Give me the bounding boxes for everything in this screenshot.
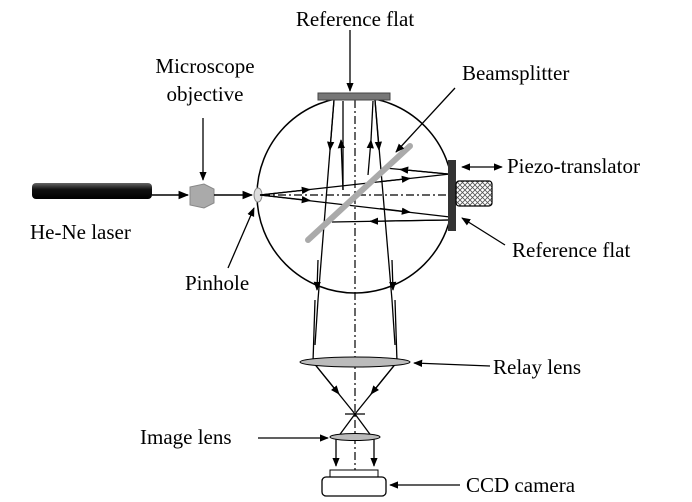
relay-lens [299, 356, 411, 368]
label-reference-flat-top: Reference flat [296, 7, 414, 31]
label-ccd-camera: CCD camera [466, 473, 576, 497]
label-microscope-line1: Microscope [155, 54, 254, 78]
label-relay-lens: Relay lens [493, 355, 581, 379]
label-piezo-translator: Piezo-translator [507, 154, 640, 178]
microscope-objective [189, 183, 215, 209]
label-reference-flat-right: Reference flat [512, 238, 630, 262]
reference-flat-top [317, 92, 391, 101]
ccd-camera-lens-mount [329, 469, 379, 478]
label-he-ne-laser: He-Ne laser [30, 220, 131, 244]
label-beamsplitter: Beamsplitter [462, 61, 569, 85]
he-ne-laser [32, 183, 152, 199]
ccd-camera [321, 476, 387, 497]
label-arrows [199, 30, 506, 489]
label-pinhole: Pinhole [185, 271, 249, 295]
reference-flat-right [448, 160, 456, 231]
diverging-beam [259, 166, 451, 225]
beamsplitter [305, 143, 413, 243]
image-lens [329, 433, 381, 441]
vertical-rays [312, 99, 398, 467]
piezo-translator [455, 180, 493, 207]
label-microscope-line2: objective [167, 82, 244, 106]
label-image-lens: Image lens [140, 425, 232, 449]
